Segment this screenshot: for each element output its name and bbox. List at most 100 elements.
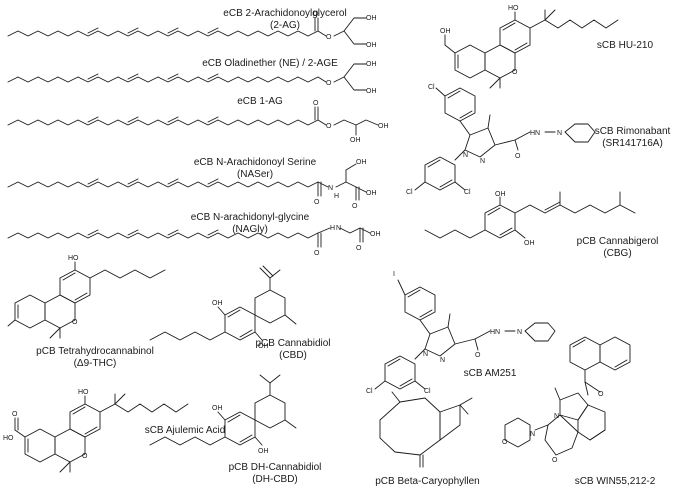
label-thc: pCB Tetrahydrocannabinol (Δ9-THC)	[10, 346, 180, 370]
compound-abbr: (Δ9-THC)	[73, 358, 117, 369]
molecule-dhcbd: OH OH	[149, 374, 297, 455]
atom-oh: OH	[212, 405, 223, 412]
atom-oh: OH	[350, 137, 361, 144]
molecule-am251: I N N O HN N Cl Cl	[366, 271, 556, 395]
atom-o: O	[314, 199, 320, 206]
atom-i: I	[393, 271, 395, 278]
atom-cl: Cl	[366, 388, 373, 395]
compound-name: eCB N-Arachidonoyl Serine	[193, 157, 317, 168]
atom-hn: HN	[490, 329, 500, 336]
molecule-1ag: O O OH OH	[7, 100, 389, 144]
compound-abbr: (CBG)	[603, 248, 632, 259]
atom-n: N	[554, 413, 559, 420]
atom-o: O	[352, 203, 358, 210]
compound-abbr: (DH-CBD)	[252, 474, 298, 485]
label-1ag: eCB 1-AG	[210, 96, 310, 108]
atom-o: O	[515, 153, 521, 160]
label-caryophyllen: pCB Beta-Caryophyllen	[365, 476, 490, 488]
atom-n: N	[440, 357, 445, 364]
molecule-cbg: OH OH	[424, 191, 636, 247]
atom-oh: OH	[440, 28, 451, 35]
label-cbd: pCB Cannabidiol (CBD)	[238, 338, 348, 362]
atom-oh: OH	[495, 191, 506, 198]
molecule-rimonabant: Cl N N O HN N Cl Cl	[406, 84, 596, 196]
compound-name: pCB DH-Cannabidiol	[228, 462, 322, 473]
atom-oh: OH	[378, 123, 389, 130]
atom-o: O	[82, 453, 88, 460]
atom-o: O	[475, 352, 481, 359]
atom-oh: OH	[258, 448, 269, 455]
atom-o: O	[512, 69, 518, 76]
atom-oh: OH	[366, 42, 377, 49]
label-cbg: pCB Cannabigerol (CBG)	[570, 236, 665, 260]
atom-cl: Cl	[464, 189, 471, 196]
compound-name: pCB Cannabigerol	[576, 236, 659, 247]
compound-name: sCB AM251	[463, 368, 517, 379]
atom-oh: OH	[370, 231, 381, 238]
compound-name: sCB HU-210	[596, 40, 654, 51]
molecule-thc: HO O	[7, 255, 166, 339]
molecule-2ag: O O OH OH	[7, 11, 377, 49]
molecule-ne: O OH OH	[7, 61, 377, 95]
label-ajulemic: sCB Ajulemic Acid	[130, 425, 240, 437]
atom-o: O	[72, 319, 78, 326]
atom-o: O	[313, 100, 319, 107]
atom-hn: HN	[530, 130, 540, 137]
atom-ho: HO	[508, 5, 519, 12]
compound-name: eCB 2-Arachidonoylglycerol	[223, 8, 347, 19]
atom-oh: OH	[212, 300, 223, 307]
atom-n: N	[480, 158, 485, 165]
molecule-win55: O N N O O	[502, 336, 631, 464]
atom-n: N	[517, 329, 522, 336]
atom-ho: HO	[3, 435, 14, 442]
atom-oh: OH	[258, 343, 269, 350]
label-naser: eCB N-Arachidonoyl Serine (NASer)	[170, 157, 340, 181]
label-rimonabant: sCB Rimonabant (SR141716A)	[585, 126, 680, 150]
compound-name: pCB Tetrahydrocannabinol	[36, 346, 154, 357]
atom-h: H	[334, 193, 339, 200]
atom-cl: Cl	[428, 84, 435, 91]
atom-oh: OH	[366, 61, 377, 68]
molecule-caryophyllen	[379, 391, 473, 468]
label-hu210: sCB HU-210	[585, 40, 665, 52]
atom-oh: OH	[524, 240, 535, 247]
atom-o: O	[314, 250, 320, 257]
atom-cl: Cl	[406, 189, 413, 196]
atom-ho: HO	[68, 255, 79, 262]
compound-name: sCB WIN55,212-2	[574, 476, 656, 487]
atom-o: O	[598, 391, 604, 398]
atom-o: O	[356, 245, 362, 252]
atom-n: N	[463, 152, 468, 159]
atom-o: O	[326, 123, 332, 130]
molecule-cbd: OH OH	[149, 265, 297, 350]
compound-name: eCB 1-AG	[237, 96, 283, 107]
compound-name: eCB Oladinether (NE) / 2-AGE	[202, 58, 338, 69]
atom-oh: OH	[366, 15, 377, 22]
atom-o: O	[326, 34, 332, 41]
atom-o: O	[326, 80, 332, 87]
compound-name: pCB Cannabidiol	[255, 338, 331, 349]
compound-name: sCB Ajulemic Acid	[144, 425, 226, 436]
molecule-ajulemic: HO HO O O	[3, 389, 189, 473]
molecule-naser: O H N OH O OH	[7, 159, 377, 210]
label-ne: eCB Oladinether (NE) / 2-AGE	[185, 58, 355, 70]
compound-abbr: (NAGly)	[232, 224, 268, 235]
label-win55: sCB WIN55,212-2	[560, 476, 670, 488]
label-am251: sCB AM251	[455, 368, 525, 380]
molecule-hu210: HO OH O	[440, 5, 619, 89]
atom-oh: OH	[356, 159, 367, 166]
molecule-nagly: O H N O OH	[7, 225, 381, 257]
compound-name: pCB Beta-Caryophyllen	[375, 476, 480, 487]
compound-name: sCB Rimonabant	[594, 126, 671, 137]
compound-name: eCB N-arachidonyl-glycine	[190, 212, 310, 223]
atom-cl: Cl	[424, 388, 431, 395]
label-dhcbd: pCB DH-Cannabidiol (DH-CBD)	[220, 462, 330, 486]
atom-n: N	[530, 431, 535, 438]
atom-o: O	[502, 439, 508, 446]
atom-oh: OH	[366, 88, 377, 95]
atom-o: O	[313, 11, 319, 18]
label-2ag: eCB 2-Arachidonoylglycerol (2-AG)	[200, 8, 370, 32]
atom-n: N	[336, 225, 341, 232]
compound-abbr: (NASer)	[236, 169, 274, 180]
